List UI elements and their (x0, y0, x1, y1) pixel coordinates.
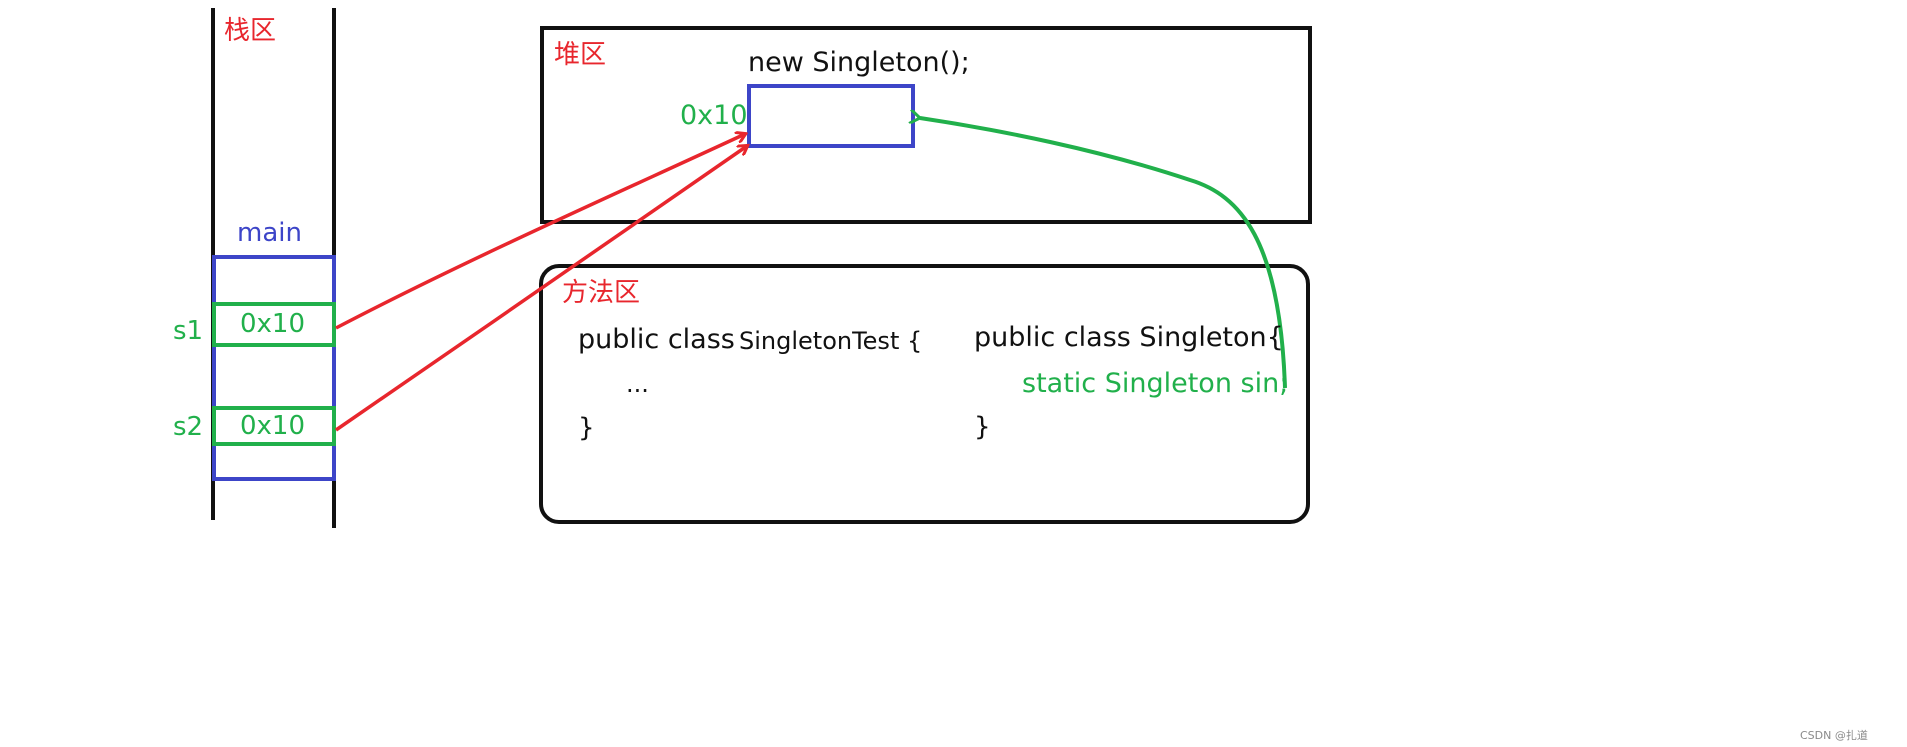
watermark: CSDN @扎道 (1800, 729, 1868, 742)
slot-value-s2: 0x10 (240, 411, 306, 441)
heap-object-address: 0x10 (680, 100, 748, 131)
class-singleton-line1: public class Singleton{ (974, 322, 1284, 353)
class-test-line1-a: public class (578, 324, 735, 355)
stack-title: 栈区 (224, 16, 277, 46)
class-singleton-field: static Singleton sin; (1022, 368, 1289, 399)
class-singleton-close: } (974, 412, 991, 442)
class-test-close: } (578, 413, 595, 443)
method-area-box (539, 264, 1310, 524)
var-label-s2: s2 (173, 412, 204, 442)
heap-object-expression: new Singleton(); (748, 47, 970, 78)
pointer-static-to-object (920, 118, 1287, 389)
frame-label-main: main (237, 218, 302, 248)
heap-object-box (747, 84, 915, 148)
pointer-s1-to-object (335, 134, 745, 330)
heap-title: 堆区 (554, 40, 607, 70)
class-test-body: ... (626, 370, 649, 398)
main-frame-box (212, 255, 336, 481)
var-label-s1: s1 (173, 316, 204, 346)
method-area-title: 方法区 (562, 278, 641, 308)
class-test-line1-b: SingletonTest { (739, 327, 923, 355)
stack-slot-s1-box (212, 302, 336, 347)
heap-box (540, 26, 1312, 224)
slot-value-s1: 0x10 (240, 309, 306, 339)
stack-slot-s2-box (212, 406, 336, 446)
pointer-s2-to-object (335, 146, 747, 432)
